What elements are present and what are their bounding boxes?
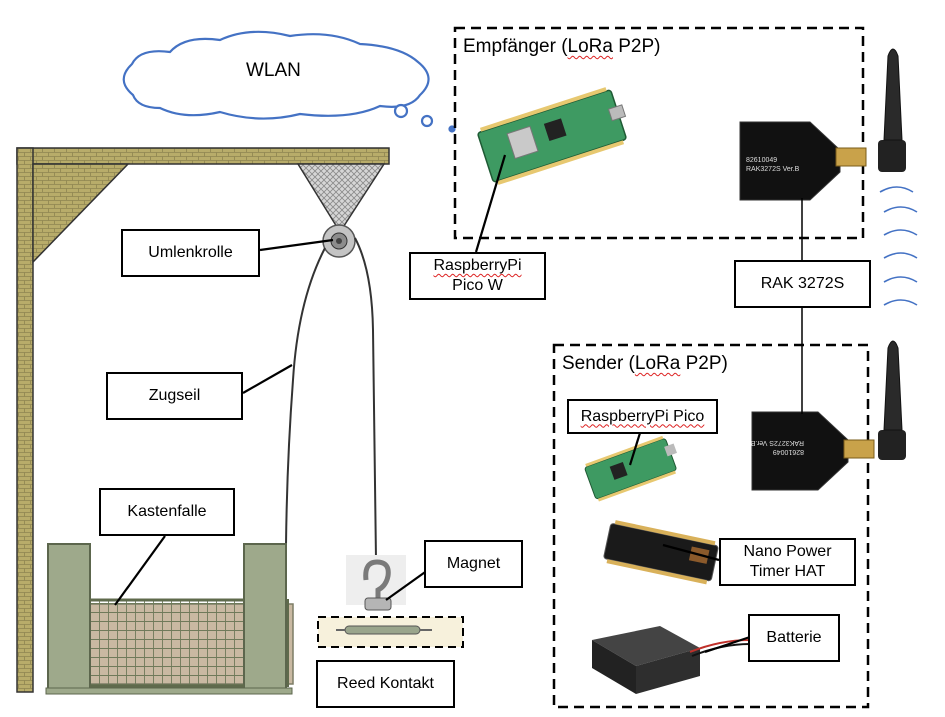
- rope: [285, 237, 377, 561]
- receiver-title-suffix: P2P): [612, 36, 661, 57]
- nano-power-timer-hat-label: Nano Power Timer HAT: [719, 538, 856, 586]
- rak-module-sender: 82610049 RAK3272S Ver.B: [750, 411, 875, 491]
- rak-chip-version-bottom: RAK3272S Ver.B: [750, 439, 804, 446]
- receiver-title-lora: LoRa: [567, 36, 613, 57]
- receiver-title-prefix: Empfänger (: [463, 36, 568, 57]
- pico-w-label-line1: RaspberryPi: [433, 257, 522, 274]
- box-trap-label: Kastenfalle: [99, 488, 235, 536]
- reed-contact: [317, 616, 464, 648]
- antenna-sender: [878, 340, 906, 460]
- magnet-hook: [346, 555, 406, 611]
- receiver-group-box: [453, 26, 865, 240]
- sender-title-suffix: P2P): [680, 353, 728, 374]
- rak-module-label: RAK 3272S: [734, 260, 871, 308]
- hat-label-line2: Timer HAT: [749, 563, 826, 580]
- nano-power-timer-hat: [603, 520, 719, 585]
- battery-pack: [592, 626, 751, 694]
- box-trap-illustration: [45, 543, 294, 695]
- pulley-label: Umlenkrolle: [121, 229, 260, 277]
- rope-label: Zugseil: [106, 372, 243, 420]
- sender-title-lora: LoRa: [634, 353, 681, 374]
- rak-chip-id-bottom: 82610049: [773, 448, 804, 455]
- wlan-label: WLAN: [246, 60, 301, 81]
- rak-chip-version-top: RAK3272S Ver.B: [746, 166, 800, 173]
- reed-contact-label: Reed Kontakt: [316, 660, 455, 708]
- pico-w-label-line2: Pico W: [452, 277, 503, 294]
- pulley-wheel: [322, 224, 356, 258]
- wlan-cloud: [122, 30, 456, 133]
- magnet-label: Magnet: [424, 540, 523, 588]
- sender-group-box: [552, 343, 870, 709]
- leader-lines: [114, 154, 751, 654]
- sender-title: Sender (LoRa P2P): [562, 353, 728, 375]
- wooden-frame: [16, 147, 390, 693]
- hat-label-line1: Nano Power: [743, 543, 832, 560]
- pico-w-board: [477, 87, 627, 185]
- rak-module-receiver: 82610049 RAK3272S Ver.B: [739, 121, 867, 201]
- battery-label: Batterie: [748, 614, 840, 662]
- sender-title-prefix: Sender (: [562, 353, 635, 374]
- antenna-receiver: [878, 48, 906, 172]
- receiver-title: Empfänger (LoRa P2P): [463, 36, 661, 58]
- pico-label-text: RaspberryPi Pico: [580, 407, 705, 425]
- pico-board: [584, 435, 677, 502]
- pico-label: RaspberryPi Pico: [567, 399, 718, 434]
- pico-w-label: RaspberryPi Pico W: [409, 252, 546, 300]
- rak-chip-id-top: 82610049: [746, 157, 777, 164]
- radio-waves: [879, 186, 918, 306]
